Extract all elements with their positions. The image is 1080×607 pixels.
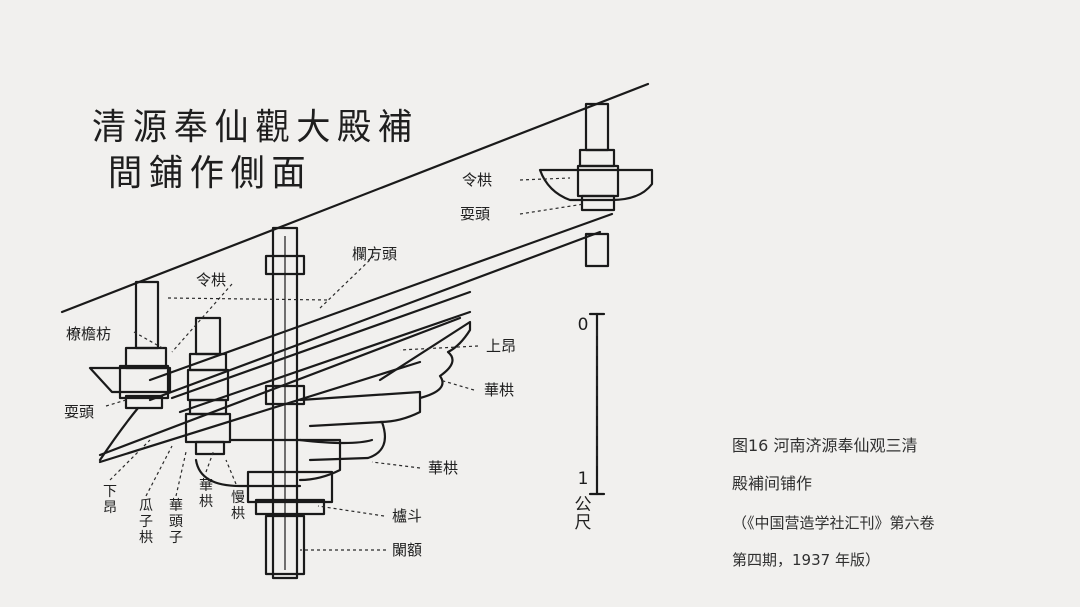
caption-line4: 第四期，1937 年版） [732, 551, 880, 569]
label-shuatou-top: 耍頭 [460, 205, 491, 223]
scale-one-label: 1 [577, 469, 589, 489]
upper-right-post [584, 102, 610, 152]
label-lanefangtou: 欄方頭 [352, 245, 398, 263]
xiaang-bottom [98, 360, 422, 464]
label-lan-e: 闌額 [392, 541, 423, 559]
left-outer-post [134, 280, 160, 350]
caption-line3: （《中国营造学社汇刊》第六卷 [732, 514, 935, 532]
diagram-title-line1: 清源奉仙觀大殿補 [92, 107, 419, 148]
label-xiaang: 下昂 [103, 484, 117, 516]
shangang-top [170, 290, 472, 400]
label-linggong-mid: 令栱 [196, 271, 227, 289]
label-shangang: 上昂 [486, 337, 517, 355]
scale-zero-label: 0 [577, 315, 589, 335]
label-huatougan: 華頭子 [169, 498, 183, 546]
ludou-block [246, 470, 334, 504]
label-shuatou-left: 耍頭 [64, 403, 95, 421]
label-huagong-right: 華栱 [484, 381, 515, 399]
roof-rafter-line [60, 82, 650, 314]
scale-unit-label: 公尺 [574, 495, 592, 533]
label-guazigong: 瓜子栱 [139, 498, 153, 546]
diagram-title-line2: 間鋪作側面 [108, 153, 313, 194]
label-liaoyanfang: 橑檐枋 [66, 325, 112, 343]
label-huagong-lower: 華栱 [428, 459, 459, 477]
label-linggong-top: 令栱 [462, 171, 493, 189]
label-ludou: 櫨斗 [392, 507, 423, 525]
upper-ang-top [148, 212, 614, 382]
caption-line1: 图16 河南济源奉仙观三清 [732, 436, 918, 455]
label-huagong-bottom: 華栱 [199, 478, 213, 510]
caption-line2: 殿補间铺作 [732, 474, 813, 493]
label-mangong: 慢栱 [231, 490, 245, 522]
upper-ang-bottom [148, 230, 602, 402]
